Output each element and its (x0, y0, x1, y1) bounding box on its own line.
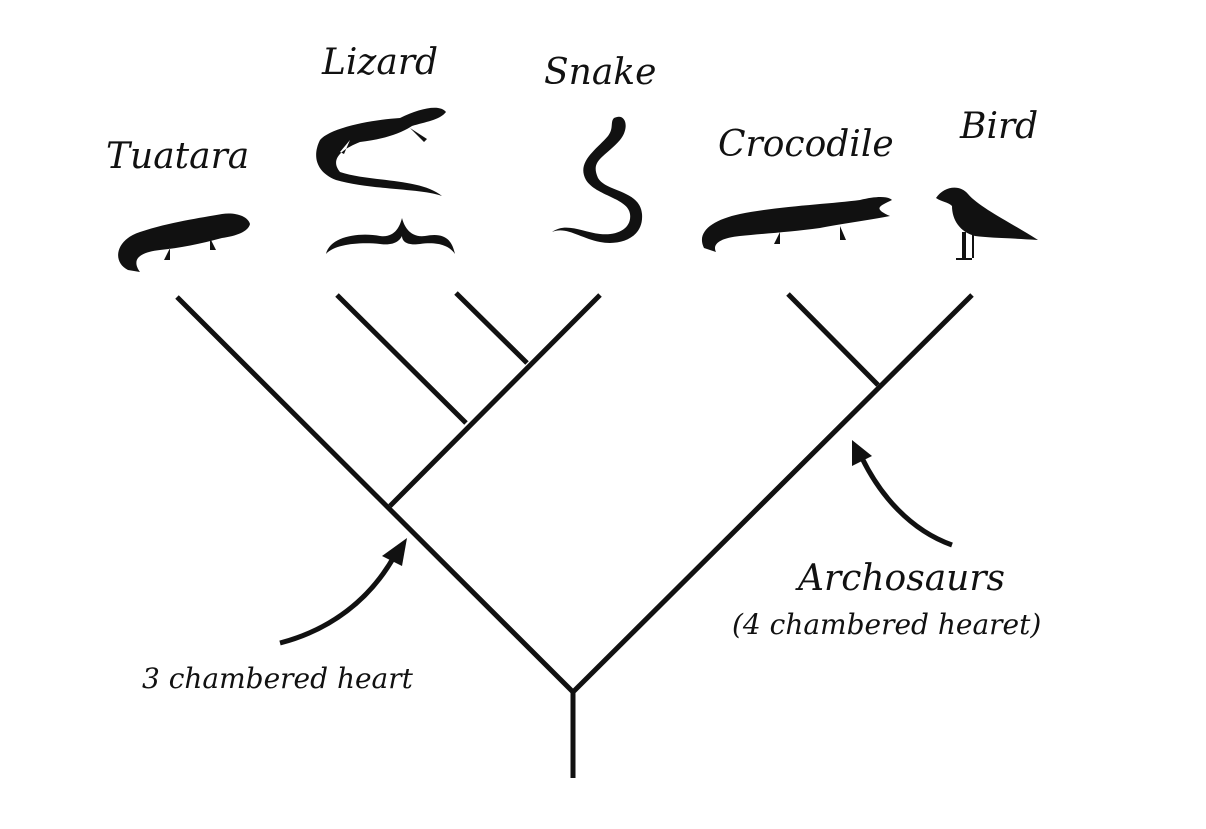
branch-squamates (388, 293, 602, 508)
snake-icon (552, 116, 643, 243)
label-four-chambered-heart: (4 chambered hearet) (732, 608, 1042, 641)
arrow-three-chamber (279, 538, 407, 646)
branch-tuatara (175, 295, 575, 694)
label-crocodile: Crocodile (718, 124, 894, 165)
branch-crocodile (786, 292, 880, 387)
label-lizard: Lizard (322, 42, 439, 83)
label-archosaurs: Archosaurs (798, 558, 1006, 599)
label-three-chambered-heart: 3 chambered heart (142, 662, 413, 695)
label-snake: Snake (544, 52, 657, 93)
arrow-archosaurs (852, 440, 953, 548)
label-bird: Bird (960, 106, 1039, 147)
tuatara-icon (118, 213, 250, 272)
branch-lizard-1 (335, 293, 468, 425)
lizard-icon (316, 107, 446, 196)
lizard-brace-icon (326, 218, 455, 254)
label-tuatara: Tuatara (106, 136, 250, 177)
bird-icon (936, 187, 1038, 240)
branch-lizard-2 (454, 291, 529, 365)
bird-legs-icon (956, 232, 974, 260)
branch-archosaurs (571, 293, 974, 694)
crocodile-icon (701, 197, 892, 252)
